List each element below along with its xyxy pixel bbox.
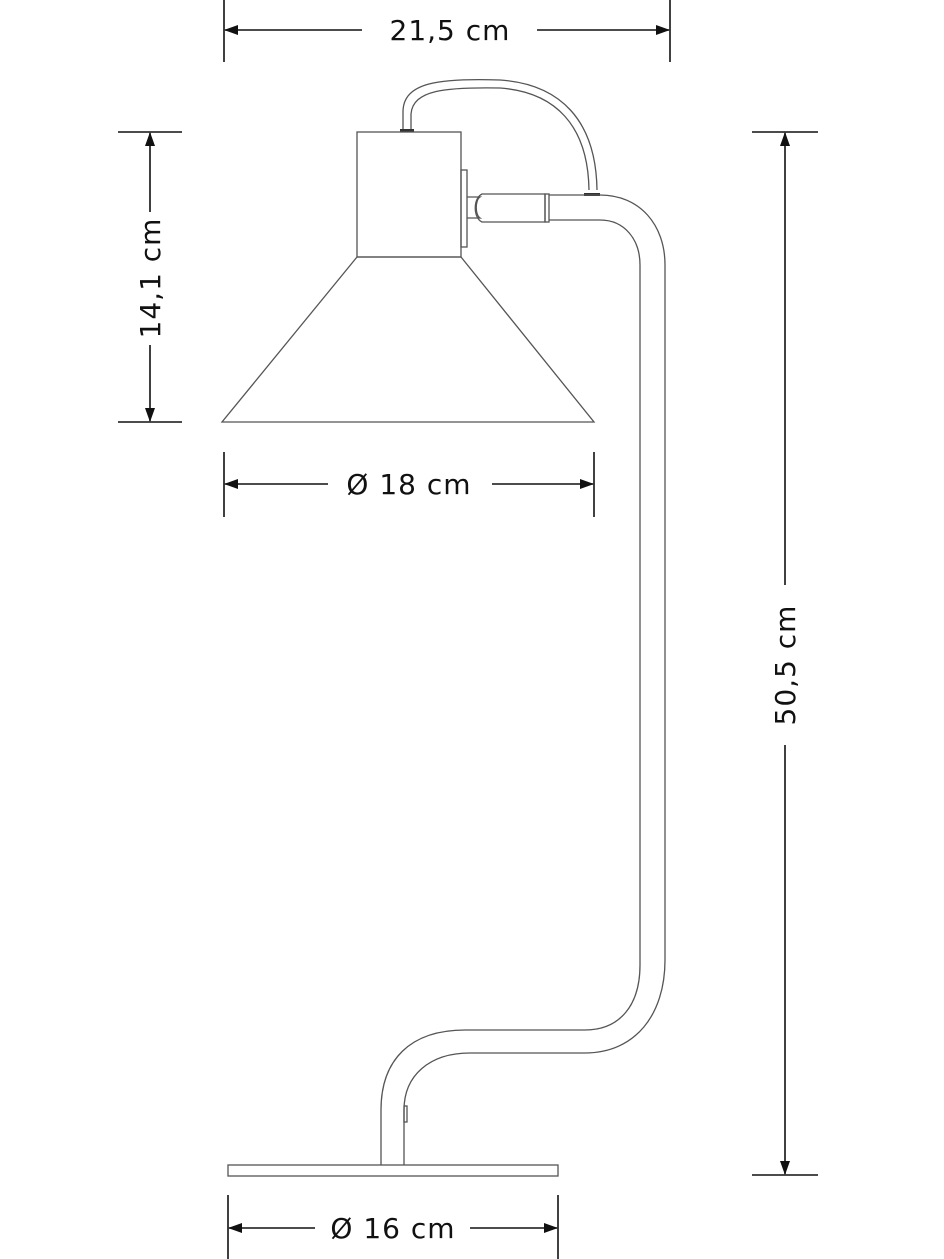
label-shade-height: 14,1 cm <box>134 218 167 339</box>
label-base-diameter: Ø 16 cm <box>330 1212 455 1245</box>
label-total-height: 50,5 cm <box>769 605 802 726</box>
dimension-shade-height: 14,1 cm <box>118 131 182 423</box>
lamp-head <box>356 131 550 258</box>
lamp-shade <box>220 256 596 423</box>
label-total-width: 21,5 cm <box>390 14 511 47</box>
power-cord <box>400 78 600 196</box>
dimension-total-width: 21,5 cm <box>223 0 671 62</box>
lamp-drawing <box>220 78 666 1177</box>
lamp-base <box>227 1164 559 1177</box>
lamp-arm <box>380 194 666 1165</box>
dimension-base-diameter: Ø 16 cm <box>227 1195 559 1259</box>
dimension-shade-diameter: Ø 18 cm <box>223 452 595 517</box>
label-shade-diameter: Ø 18 cm <box>346 468 471 501</box>
dimension-total-height: 50,5 cm <box>752 131 818 1176</box>
